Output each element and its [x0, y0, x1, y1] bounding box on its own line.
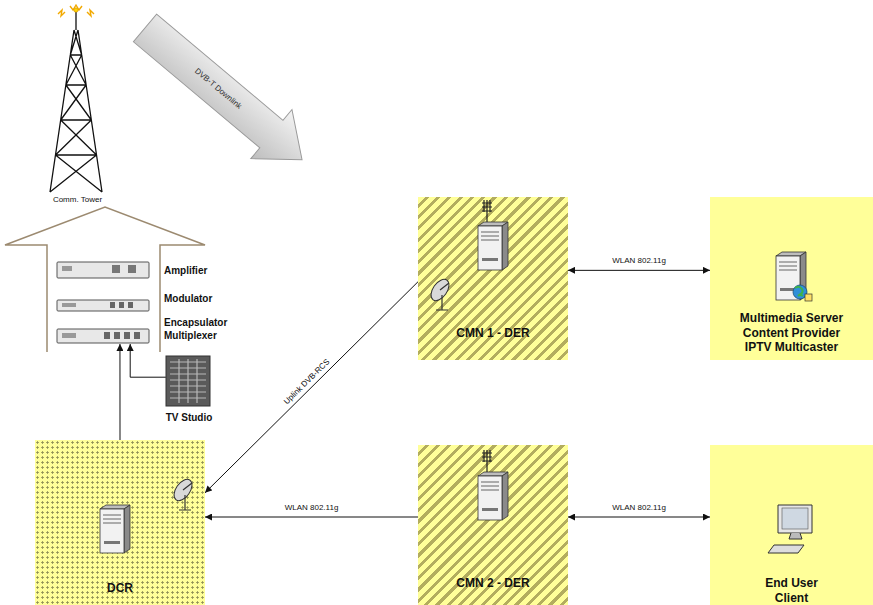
text-block: Amplifier [164, 264, 224, 277]
connector-line [119, 344, 120, 440]
router-box: CMN 2 - DER [418, 445, 568, 605]
node-label: Modulator [164, 292, 224, 305]
amplifier-rack [57, 262, 149, 278]
node-label: Content Provider [710, 326, 873, 341]
edge-label: WLAN 802.11g [612, 256, 666, 266]
server-symbol [100, 505, 130, 553]
server-box: Multimedia ServerContent ProviderIPTV Mu… [710, 197, 873, 360]
antenna-symbol [482, 450, 492, 474]
router-box: CMN 1 - DER [418, 197, 568, 360]
equipment-node: Amplifier [55, 258, 215, 282]
text-block: TV Studio [160, 412, 218, 424]
downlink-arrow [124, 3, 322, 184]
node-label: Comm. Tower [40, 195, 115, 205]
text-block: CMN 1 - DER [418, 326, 568, 341]
client-box: End User Client [710, 445, 873, 605]
node-label: Encapsulator Multiplexer [164, 316, 236, 342]
text-block: DCR [35, 581, 205, 596]
studio-node: TV Studio [160, 352, 218, 424]
server-symbol [478, 472, 508, 520]
pc-symbol [768, 505, 812, 553]
text-block: Modulator [164, 292, 224, 305]
node-label: Amplifier [164, 264, 224, 277]
modulator-rack [57, 300, 149, 311]
node-label: CMN 1 - DER [418, 326, 568, 341]
node-label: End User Client [756, 576, 827, 605]
edge-label: WLAN 802.11g [285, 503, 339, 513]
node-label: TV Studio [160, 412, 218, 424]
equipment-node: Encapsulator Multiplexer [55, 314, 215, 344]
node-label: CMN 2 - DER [418, 576, 568, 591]
media-server-symbol [776, 252, 812, 301]
encapsulator-rack [57, 329, 149, 343]
edge-label: Uplink DVB-RCS [282, 357, 332, 407]
connector-line [130, 344, 166, 377]
connector-line [205, 517, 418, 518]
dish-symbol [170, 476, 195, 510]
antenna-symbol [482, 200, 492, 224]
tower-illustration [50, 5, 102, 192]
node-label: Multimedia Server [710, 311, 873, 326]
dish-symbol [427, 276, 452, 310]
node-label: DCR [35, 581, 205, 596]
node-label: IPTV Multicaster [710, 340, 873, 355]
tower-node: Comm. Tower [40, 5, 115, 213]
head-end-arrow [5, 207, 205, 352]
studio-cabinet [166, 356, 210, 406]
router-box: DCR [35, 440, 205, 605]
connector-line [205, 282, 418, 493]
connector-line [568, 270, 710, 271]
text-block: Encapsulator Multiplexer [164, 316, 236, 342]
free-label: DVB-T Downlink [192, 66, 243, 111]
connector-line [568, 517, 710, 518]
equipment-node: Modulator [55, 290, 215, 314]
edge-label: WLAN 802.11g [612, 503, 666, 513]
text-block: Multimedia ServerContent ProviderIPTV Mu… [710, 311, 873, 355]
text-block: Comm. Tower [40, 195, 115, 205]
text-block: End User Client [756, 576, 827, 605]
text-block: CMN 2 - DER [418, 576, 568, 591]
server-symbol [478, 222, 508, 270]
